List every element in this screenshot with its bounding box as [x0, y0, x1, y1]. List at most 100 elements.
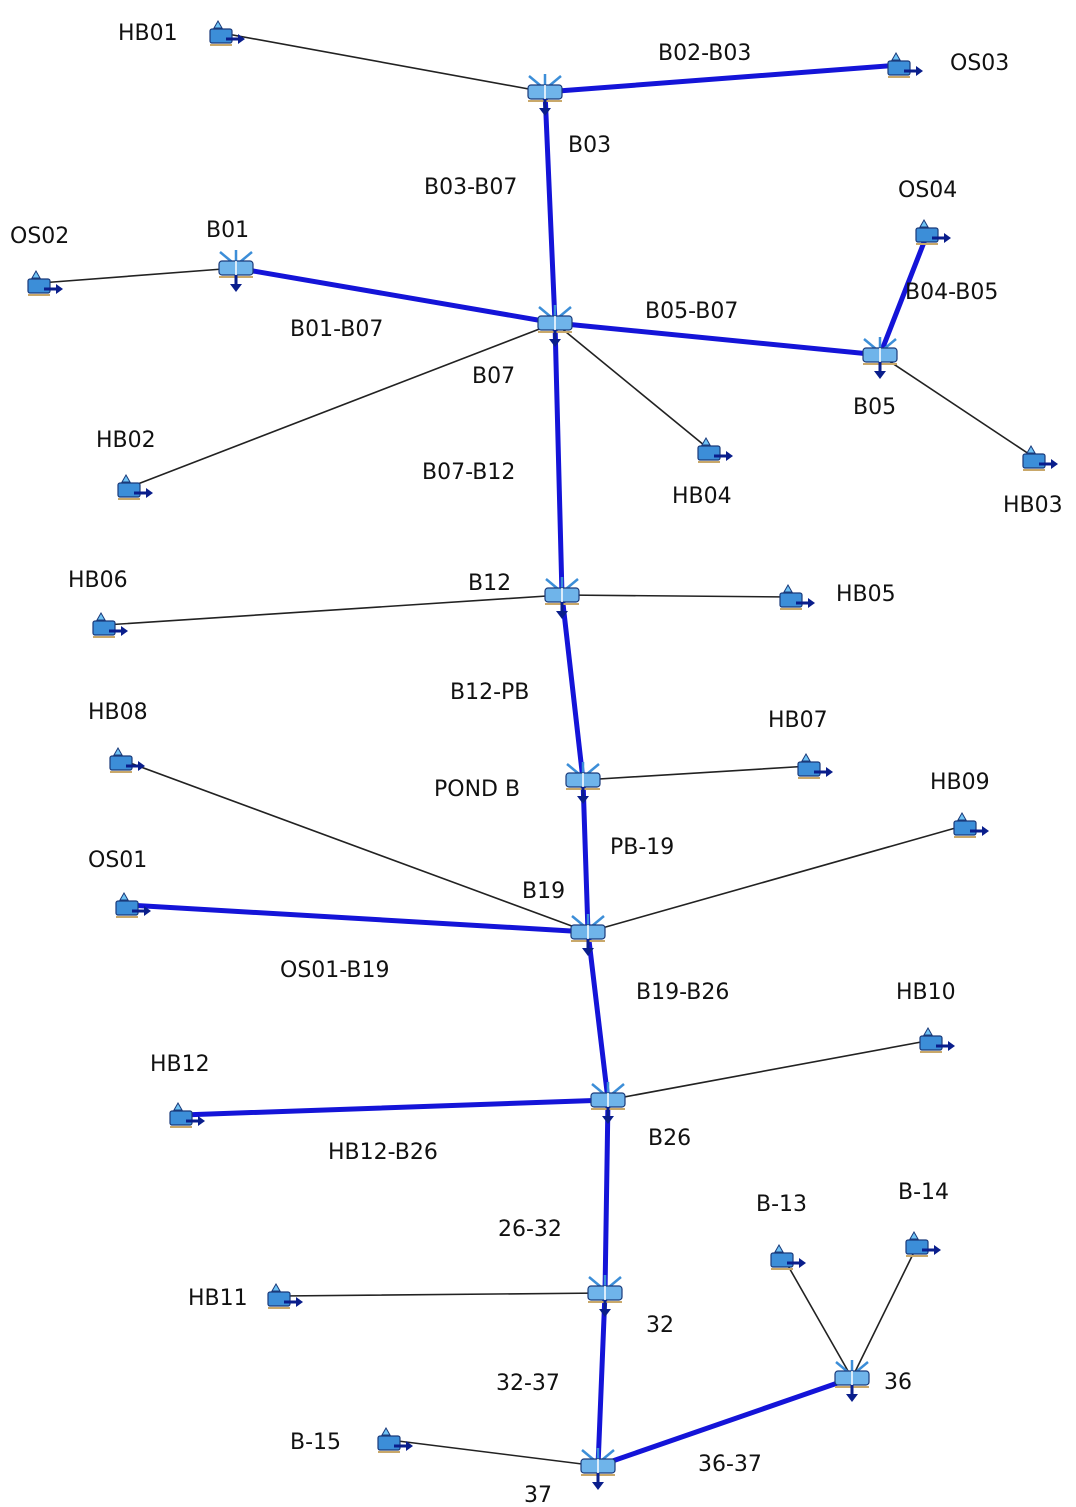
link-b07-hb04[interactable] [554, 322, 711, 451]
label-hb10: HB10 [896, 980, 956, 1005]
reach-b01-b07[interactable] [233, 265, 558, 326]
link-b13-j36[interactable] [782, 1256, 853, 1379]
junction-b05-icon[interactable] [862, 337, 898, 379]
label-b19-b26: B19-B26 [636, 980, 729, 1005]
subbasin-b13-icon[interactable] [770, 1243, 806, 1270]
reach-26-32[interactable] [602, 1097, 611, 1296]
label-hb05: HB05 [836, 582, 896, 607]
junction-b07-icon[interactable] [537, 305, 573, 347]
label-hb02: HB02 [96, 428, 156, 453]
label-os01-b19: OS01-B19 [280, 958, 390, 983]
reach-b12-pb[interactable] [559, 592, 586, 783]
junction-j37-icon[interactable] [580, 1448, 616, 1490]
link-b19-hb09[interactable] [587, 824, 967, 933]
label-hb09: HB09 [930, 770, 990, 795]
label-hb08: HB08 [88, 700, 148, 725]
label-b19: B19 [522, 879, 565, 904]
subbasin-hb06-icon[interactable] [92, 611, 128, 638]
label-hb12: HB12 [150, 1052, 210, 1077]
link-hb06-b12[interactable] [104, 594, 563, 626]
subbasin-hb12-icon[interactable] [169, 1101, 205, 1128]
reach-hb12-b26[interactable] [179, 1097, 611, 1118]
subbasin-hb11-icon[interactable] [267, 1282, 303, 1309]
subbasin-hb08-icon[interactable] [109, 746, 145, 773]
link-b15-j37[interactable] [389, 1439, 599, 1467]
junction-j36-icon[interactable] [834, 1360, 870, 1402]
label-b12: B12 [468, 571, 511, 596]
subbasin-hb09-icon[interactable] [953, 811, 989, 838]
reach-b05-b07[interactable] [552, 320, 883, 358]
subbasin-hb01-icon[interactable] [209, 19, 245, 46]
label-j36: 36 [884, 1370, 912, 1395]
subbasin-b15-icon[interactable] [377, 1426, 413, 1453]
label-hb06: HB06 [68, 568, 128, 593]
label-os01: OS01 [88, 848, 147, 873]
subbasin-hb05-icon[interactable] [779, 583, 815, 610]
label-b26: B26 [648, 1126, 691, 1151]
reach-36-37[interactable] [595, 1375, 855, 1469]
junction-b26-icon[interactable] [590, 1082, 626, 1124]
label-j37: 37 [524, 1483, 552, 1507]
subbasin-hb03-icon[interactable] [1022, 444, 1058, 471]
reach-32-37[interactable] [595, 1290, 608, 1469]
link-b26-hb10[interactable] [607, 1039, 933, 1101]
reach-b07-b12[interactable] [552, 320, 565, 598]
label-b07-b12: B07-B12 [422, 460, 515, 485]
label-b07: B07 [472, 364, 515, 389]
subbasin-hb10-icon[interactable] [919, 1026, 955, 1053]
reach-b04-b05[interactable] [877, 229, 931, 358]
subbasin-hb07-icon[interactable] [797, 752, 833, 779]
link-os02-b01[interactable] [39, 267, 237, 284]
link-hb08-b19[interactable] [121, 759, 589, 933]
label-b04-b05: B04-B05 [905, 280, 998, 305]
subbasin-hb02-icon[interactable] [117, 473, 153, 500]
label-hb03: HB03 [1003, 493, 1063, 518]
link-hb01-b03[interactable] [221, 32, 546, 93]
link-b05-hb03[interactable] [879, 354, 1036, 459]
label-b13: B-13 [756, 1192, 807, 1217]
label-b02-b03: B02-B03 [658, 41, 751, 66]
label-j32: 32 [646, 1313, 674, 1338]
junction-pb-icon[interactable] [565, 762, 601, 804]
label-b15: B-15 [290, 1430, 341, 1455]
junction-j32-icon[interactable] [587, 1275, 623, 1317]
label-b05-b07: B05-B07 [645, 299, 738, 324]
junction-b01-icon[interactable] [218, 250, 254, 292]
reach-b02-b03[interactable] [542, 62, 903, 95]
subbasin-os03-icon[interactable] [887, 51, 923, 78]
subbasin-hb04-icon[interactable] [697, 436, 733, 463]
label-b05: B05 [853, 395, 896, 420]
label-hb11: HB11 [188, 1286, 248, 1311]
junction-b19-icon[interactable] [570, 914, 606, 956]
reach-b19-b26[interactable] [585, 929, 611, 1103]
label-r36-37: 36-37 [698, 1452, 762, 1477]
subbasin-os01-icon[interactable] [115, 891, 151, 918]
label-hb12-b26: HB12-B26 [328, 1140, 438, 1165]
subbasin-b14-icon[interactable] [905, 1230, 941, 1257]
label-b03-b07: B03-B07 [424, 175, 517, 200]
label-b01: B01 [206, 218, 249, 243]
subbasin-os04-icon[interactable] [915, 218, 951, 245]
label-r32-37: 32-37 [496, 1371, 560, 1396]
label-hb04: HB04 [672, 484, 732, 509]
link-pb-hb07[interactable] [582, 765, 811, 781]
subbasin-os02-icon[interactable] [27, 269, 63, 296]
label-os04: OS04 [898, 178, 957, 203]
label-b14: B-14 [898, 1180, 949, 1205]
link-b14-j36[interactable] [851, 1243, 919, 1379]
label-os03: OS03 [950, 51, 1009, 76]
link-b07-hb02[interactable] [129, 322, 556, 488]
reach-os01-b19[interactable] [125, 902, 591, 935]
label-pond-b: POND B [434, 777, 520, 802]
label-hb01: HB01 [118, 21, 178, 46]
link-hb11-j32[interactable] [279, 1292, 606, 1297]
junction-b03-icon[interactable] [527, 74, 563, 116]
label-b12-pb: B12-PB [450, 680, 529, 705]
junction-b12-icon[interactable] [544, 577, 580, 619]
link-b12-hb05[interactable] [561, 594, 793, 598]
reach-b03-b07[interactable] [542, 89, 558, 326]
label-b03: B03 [568, 133, 611, 158]
label-os02: OS02 [10, 224, 69, 249]
reach-pb-19[interactable] [580, 777, 591, 935]
